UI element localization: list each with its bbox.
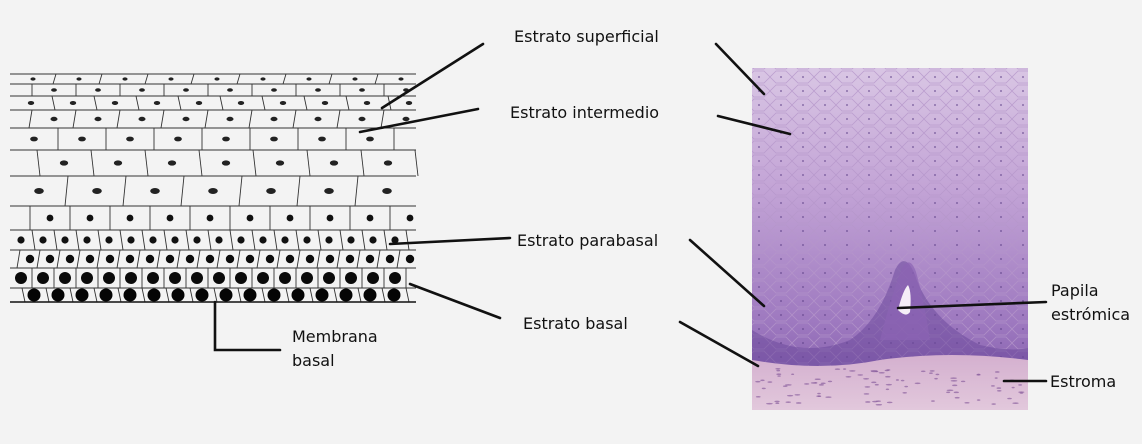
pointer-line-superficial-left: [382, 44, 483, 108]
label-papila-estromica: Papila estrómica: [1051, 279, 1130, 327]
histology-micrograph: [752, 68, 1028, 410]
label-papila-line2: estrómica: [1051, 303, 1130, 327]
label-membrana-basal: Membrana basal: [292, 325, 378, 373]
pointer-line-membrana-basal: [215, 302, 280, 350]
label-membrana-basal-line2: basal: [292, 349, 378, 373]
label-estrato-intermedio: Estrato intermedio: [510, 103, 659, 123]
label-estroma: Estroma: [1050, 372, 1116, 392]
pointer-line-intermedio-left: [360, 109, 478, 132]
label-papila-line1: Papila: [1051, 279, 1130, 303]
label-membrana-basal-line1: Membrana: [292, 325, 378, 349]
pointer-line-basal-right: [680, 322, 758, 366]
label-estrato-parabasal: Estrato parabasal: [517, 231, 658, 251]
label-estrato-basal: Estrato basal: [523, 314, 628, 334]
pointer-line-basal-left: [410, 284, 500, 318]
label-estrato-superficial: Estrato superficial: [514, 27, 659, 47]
